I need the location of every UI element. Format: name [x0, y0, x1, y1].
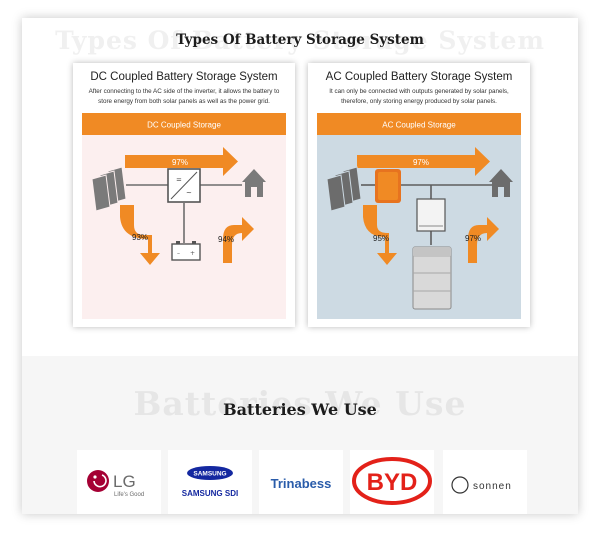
battery-icon	[412, 246, 452, 310]
top-flow-label: 97%	[172, 158, 188, 167]
section-watermark: Batteries We Use	[133, 384, 467, 423]
section-title: Types Of Battery Storage System	[176, 32, 424, 48]
samsung-brand: SAMSUNG	[193, 471, 226, 478]
section-watermark: Types Of Battery Storage System	[55, 26, 545, 55]
lg-brand: LG	[113, 472, 136, 491]
wiring	[361, 184, 495, 245]
left-flow-label: 93%	[132, 233, 148, 242]
trinabess-brand: Trinabess	[271, 476, 332, 491]
svg-text:+: +	[190, 250, 195, 257]
house-icon	[242, 169, 266, 197]
trinabess-logo[interactable]: Trinabess	[259, 450, 343, 514]
flow-arrow-icon	[120, 205, 160, 265]
flow-arrow-icon	[363, 205, 397, 265]
card-title: DC Coupled Battery Storage System	[90, 71, 278, 83]
card-title: AC Coupled Battery Storage System	[325, 71, 513, 83]
inverter-icon: = ~	[167, 168, 201, 203]
flow-arrow-icon	[210, 217, 254, 263]
ac-coupled-card: AC Coupled Battery Storage System It can…	[308, 63, 530, 327]
wiring	[126, 184, 242, 243]
battery-inverter-icon	[416, 198, 446, 232]
solar-panel-icon	[91, 166, 127, 212]
storage-types-section: Types Of Battery Storage System Types Of…	[22, 18, 578, 356]
svg-text:=: =	[176, 176, 182, 184]
house-icon	[489, 169, 513, 197]
card-description: It can only be connected with outputs ge…	[329, 88, 509, 105]
inverter-icon	[375, 169, 401, 203]
flow-arrow-icon	[125, 147, 238, 176]
battery-icon: – +	[171, 241, 201, 261]
lg-tagline: Life's Good	[114, 492, 144, 498]
diagram-header	[317, 113, 521, 135]
samsung-sdi-logo[interactable]: SAMSUNG SAMSUNG SDI	[168, 450, 252, 514]
byd-brand: BYD	[367, 469, 418, 496]
ac-coupled-diagram: AC Coupled Storage 97%	[317, 113, 521, 319]
section-title: Batteries We Use	[223, 400, 377, 419]
battery-logos: LG Life's Good SAMSUNG SAMSUNG SDI Trina…	[77, 450, 527, 514]
card-description: After connecting to the AC side of the i…	[88, 88, 280, 105]
diagram-header	[82, 113, 286, 135]
top-flow-label: 97%	[413, 158, 429, 167]
left-flow-label: 95%	[373, 234, 389, 243]
batteries-section: Batteries We Use Batteries We Use LG Lif…	[22, 356, 578, 514]
diagram-header-label: AC Coupled Storage	[382, 121, 456, 130]
dc-coupled-diagram: DC Coupled Storage 97%	[82, 113, 286, 319]
dc-coupled-card: DC Coupled Battery Storage System After …	[73, 63, 295, 327]
byd-logo[interactable]: BYD	[350, 450, 434, 514]
right-flow-label: 94%	[218, 235, 234, 244]
flow-arrow-icon	[357, 147, 490, 176]
sonnen-logo[interactable]: sonnen	[443, 450, 527, 514]
flow-arrow-icon	[455, 217, 499, 263]
page-frame: Types Of Battery Storage System Types Of…	[22, 18, 578, 514]
diagram-header-label: DC Coupled Storage	[147, 121, 221, 130]
svg-text:–: –	[177, 250, 180, 257]
right-flow-label: 97%	[465, 234, 481, 243]
solar-panel-icon	[326, 166, 362, 212]
lg-logo[interactable]: LG Life's Good	[77, 450, 161, 514]
svg-text:~: ~	[186, 189, 192, 197]
samsung-tagline: SAMSUNG SDI	[182, 489, 238, 498]
sonnen-brand: sonnen	[473, 481, 512, 492]
